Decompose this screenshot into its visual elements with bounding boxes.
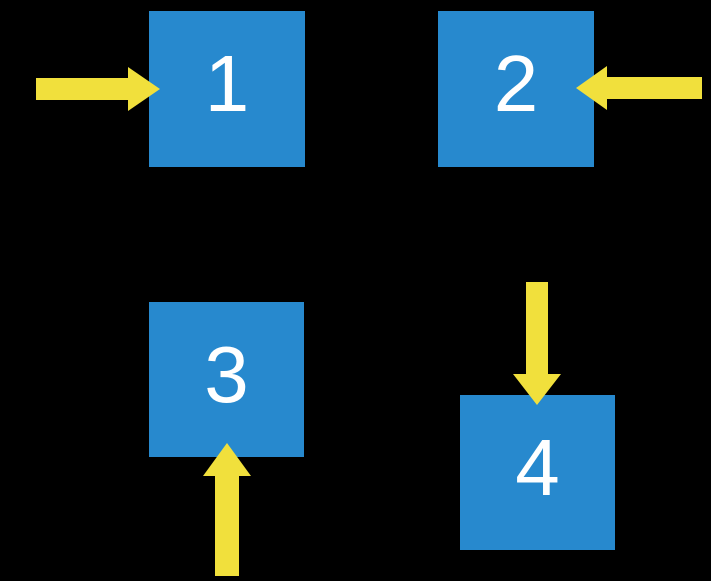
down-arrow-head <box>513 374 561 405</box>
square-4: 4 <box>460 395 615 550</box>
square-3-label: 3 <box>204 329 249 419</box>
up-arrow-shaft <box>215 476 239 576</box>
down-arrow-shaft <box>526 282 548 374</box>
square-3: 3 <box>149 302 304 457</box>
square-1: 1 <box>149 11 305 167</box>
right-arrow-shaft <box>36 78 128 100</box>
left-arrow-head <box>576 66 607 110</box>
up-arrow-head <box>203 443 251 476</box>
right-arrow-head <box>128 67 160 111</box>
left-arrow-shaft <box>607 77 702 99</box>
square-1-label: 1 <box>204 39 250 128</box>
square-4-label: 4 <box>515 422 560 512</box>
square-2-label: 2 <box>493 39 539 128</box>
square-2: 2 <box>438 11 594 167</box>
